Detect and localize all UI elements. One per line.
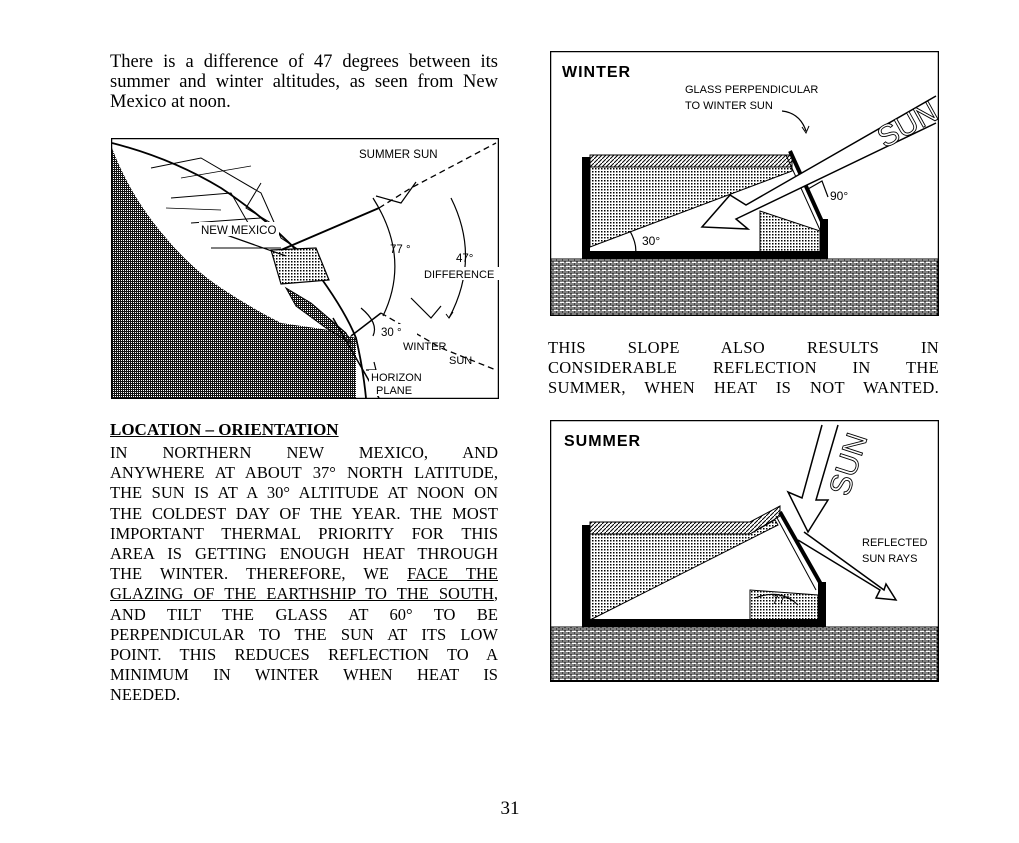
summer-sun-label: SUMMER SUN	[359, 149, 438, 161]
difference-label: DIFFERENCE	[424, 269, 494, 281]
body-line: POINT. THIS REDUCES REFLECTION TO A	[110, 645, 498, 665]
body-line: THE SUN IS AT A 30° ALTITUDE AT NOON ON	[110, 483, 498, 503]
summer-angle-77: 77°	[772, 593, 790, 607]
reflected-label: REFLECTED	[862, 537, 927, 549]
plane-label: PLANE	[376, 385, 412, 397]
location-orientation-body: IN NORTHERN NEW MEXICO, AND ANYWHERE AT …	[110, 443, 498, 706]
body-line: IN NORTHERN NEW MEXICO, AND	[110, 443, 498, 462]
winter-label: WINTER	[403, 341, 446, 353]
body-text: THE WINTER. THEREFORE, WE	[110, 564, 408, 584]
winter-sun-label: SUN	[449, 355, 472, 367]
winter-title: WINTER	[562, 64, 631, 81]
body-line: IMPORTANT THERMAL PRIORITY FOR THIS	[110, 523, 498, 543]
body-line: GLAZING OF THE EARTHSHIP TO THE SOUTH,	[110, 584, 498, 604]
winter-angle-30: 30°	[642, 234, 660, 248]
summer-glazing-figure: SUMMER SUN REFLECTED SUN RAYS 77°	[550, 420, 939, 682]
body-line: AND TILT THE GLASS AT 60° TO BE	[110, 604, 498, 624]
winter-caption-line-2: CONSIDERABLE REFLECTION IN THE	[548, 358, 939, 377]
body-line: AREA IS GETTING ENOUGH HEAT THROUGH	[110, 544, 498, 564]
winter-caption-line-1: THIS SLOPE ALSO RESULTS IN	[548, 338, 939, 357]
angle-77-label: 77 °	[390, 244, 411, 256]
summer-title: SUMMER	[564, 433, 641, 450]
body-text: ,	[493, 584, 498, 604]
body-line: THE WINTER. THEREFORE, WE FACE THE	[110, 564, 498, 584]
underlined-text: FACE THE	[407, 564, 498, 584]
horizon-label: HORIZON	[371, 372, 422, 384]
body-line: ANYWHERE AT ABOUT 37° NORTH LATITUDE,	[110, 463, 498, 483]
globe-sun-angle-figure: SUMMER SUN NEW MEXICO 77 ° 47° DIFFERENC…	[111, 138, 499, 399]
to-winter-sun-label: TO WINTER SUN	[685, 100, 773, 112]
glass-perpendicular-label: GLASS PERPENDICULAR	[685, 84, 818, 96]
angle-30-label: 30 °	[381, 327, 402, 339]
winter-caption: THIS SLOPE ALSO RESULTS IN CONSIDERABLE …	[548, 338, 939, 398]
body-line: PERPENDICULAR TO THE SUN AT ITS LOW	[110, 624, 498, 644]
new-mexico-label: NEW MEXICO	[201, 225, 276, 237]
winter-angle-90: 90°	[830, 189, 848, 203]
location-orientation-heading: LOCATION – ORIENTATION	[110, 420, 339, 439]
body-line: NEEDED.	[110, 685, 181, 705]
body-line: MINIMUM IN WINTER WHEN HEAT IS	[110, 665, 498, 685]
sun-rays-label: SUN RAYS	[862, 553, 917, 565]
underlined-text: GLAZING OF THE EARTHSHIP TO THE SOUTH	[110, 584, 494, 604]
winter-glazing-figure: WINTER GLASS PERPENDICULAR TO WINTER SUN…	[550, 51, 939, 316]
intro-paragraph: There is a difference of 47 degrees betw…	[110, 52, 498, 112]
page-number: 31	[500, 798, 520, 819]
angle-47-label: 47°	[456, 253, 473, 265]
winter-caption-line-3: SUMMER, WHEN HEAT IS NOT WANTED.	[548, 378, 939, 397]
body-line: THE COLDEST DAY OF THE YEAR. THE MOST	[110, 503, 498, 523]
